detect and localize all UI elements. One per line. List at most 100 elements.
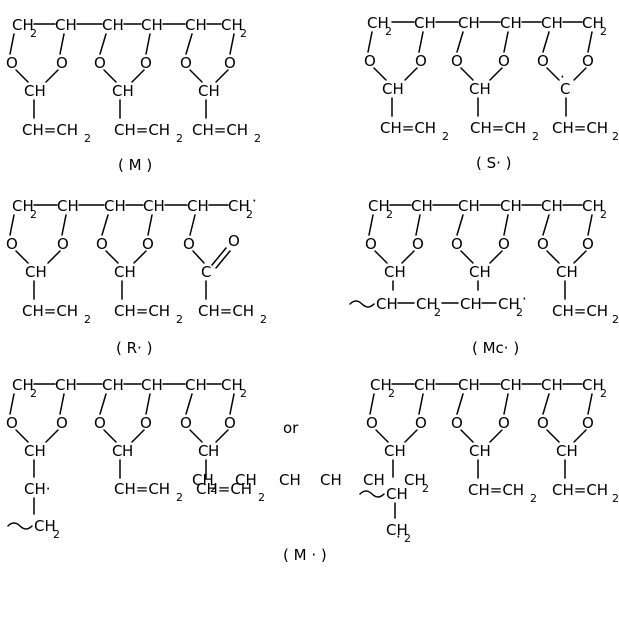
structure-s-radical: CH 2 CH CH CH CH CH 2 O O CH CH=CH 2 O O… — [364, 14, 619, 172]
atom-o: O — [364, 52, 376, 70]
subscript-2: 2 — [442, 130, 449, 143]
subscript-2: 2 — [612, 313, 619, 326]
label-s: ( S· ) — [476, 154, 512, 172]
atom-o: O — [228, 232, 240, 250]
atom-ch: CH — [469, 80, 491, 98]
atom-o: O — [498, 235, 510, 253]
subscript-2: 2 — [246, 208, 253, 221]
atom-o: O — [415, 52, 427, 70]
atom-ch2: CH — [386, 521, 408, 539]
atom-ch: CH — [198, 82, 220, 100]
atom-o: O — [412, 235, 424, 253]
radical-dot: · — [560, 68, 565, 86]
atom-ch: CH — [185, 376, 207, 394]
atom-ch: CH — [541, 376, 563, 394]
subscript-2: 2 — [516, 306, 523, 319]
subscript-2: 2 — [260, 313, 267, 326]
subscript-2: 2 — [386, 208, 393, 221]
atom-ch: CH — [143, 197, 165, 215]
atom-h: H — [208, 442, 219, 460]
subscript-2: 2 — [600, 25, 607, 38]
subscript-2: 2 — [600, 387, 607, 400]
subscript-2: 2 — [30, 27, 37, 40]
structure-r-radical: CH 2 CH CH CH CH CH 2 · O O CH CH=CH 2 O… — [6, 192, 267, 357]
atom-ch: CH — [458, 376, 480, 394]
atom-o: O — [582, 235, 594, 253]
atom-ch2: CH — [12, 16, 34, 34]
subscript-2: 2 — [532, 130, 539, 143]
atom-ch: CH — [384, 442, 406, 460]
subscript-2: 2 — [176, 491, 183, 504]
subscript-2: 2 — [612, 130, 619, 143]
atom-ch: CH — [384, 263, 406, 281]
atom-o: O — [366, 414, 378, 432]
vinyl: CH=CH — [196, 480, 252, 498]
atom-o: O — [537, 235, 549, 253]
atom-o: O — [537, 414, 549, 432]
vinyl: CH=CH — [470, 119, 526, 137]
label-m-radical: ( M · ) — [283, 546, 327, 564]
subscript-2: 2 — [388, 387, 395, 400]
atom-ch2: CH — [12, 376, 34, 394]
atom-o: O — [96, 235, 108, 253]
atom-ch: CH — [235, 471, 257, 489]
atom-o: O — [451, 235, 463, 253]
subscript-2: 2 — [30, 208, 37, 221]
atom-ch2: CH — [368, 197, 390, 215]
subscript-2: 2 — [422, 482, 429, 495]
atom-ch-radical: CH· — [24, 480, 51, 498]
structure-m-radical-left: CH 2 CH CH CH CH CH 2 O O CH CH· CH 2 O … — [6, 376, 265, 541]
atom-ch: CH — [541, 197, 563, 215]
atom-o: O — [537, 52, 549, 70]
subscript-2: 2 — [434, 306, 441, 319]
atom-o: O — [6, 235, 18, 253]
atom-ch: CH — [112, 82, 134, 100]
atom-o: O — [224, 414, 236, 432]
vinyl: CH=CH — [192, 121, 248, 139]
atom-ch: CH — [414, 376, 436, 394]
atom-c: C — [201, 263, 211, 281]
atom-ch2: CH — [228, 197, 250, 215]
atom-o: O — [415, 414, 427, 432]
atom-o: O — [582, 414, 594, 432]
radical-dot: · — [522, 290, 527, 308]
atom-o: O — [57, 235, 69, 253]
atom-o: O — [56, 414, 68, 432]
atom-ch: CH — [414, 14, 436, 32]
vinyl: CH=CH — [552, 481, 608, 499]
atom-o: O — [180, 54, 192, 72]
vinyl: CH=CH — [22, 121, 78, 139]
atom-ch2: CH — [192, 471, 214, 489]
atom-o: O — [94, 414, 106, 432]
atom-ch: CH — [556, 263, 578, 281]
atom-ch: CH — [458, 14, 480, 32]
atom-ch2: CH — [582, 376, 604, 394]
vinyl: CH=CH — [468, 481, 524, 499]
atom-o: O — [224, 54, 236, 72]
atom-ch: CH — [541, 14, 563, 32]
atom-o: O — [142, 235, 154, 253]
subscript-2: 2 — [84, 132, 91, 145]
atom-o: O — [140, 414, 152, 432]
atom-ch: CH — [141, 376, 163, 394]
atom-ch2: CH — [221, 376, 243, 394]
atom-ch2: CH — [416, 295, 438, 313]
atom-c-radical: C — [560, 80, 570, 98]
subscript-2: 2 — [240, 27, 247, 40]
atom-ch: CH — [386, 485, 408, 503]
atom-ch: CH — [279, 471, 301, 489]
atom-o: O — [94, 54, 106, 72]
atom-ch: CH — [102, 16, 124, 34]
atom-ch: CH — [320, 471, 342, 489]
subscript-2: 2 — [176, 132, 183, 145]
vinyl: CH=CH — [114, 480, 170, 498]
label-mc: ( Mc· ) — [472, 339, 519, 357]
atom-ch: CH — [114, 263, 136, 281]
atom-ch2: CH — [370, 376, 392, 394]
atom-ch: CH — [24, 442, 46, 460]
atom-ch2: CH — [498, 295, 520, 313]
atom-ch: CH — [556, 442, 578, 460]
atom-ch: CH — [141, 16, 163, 34]
